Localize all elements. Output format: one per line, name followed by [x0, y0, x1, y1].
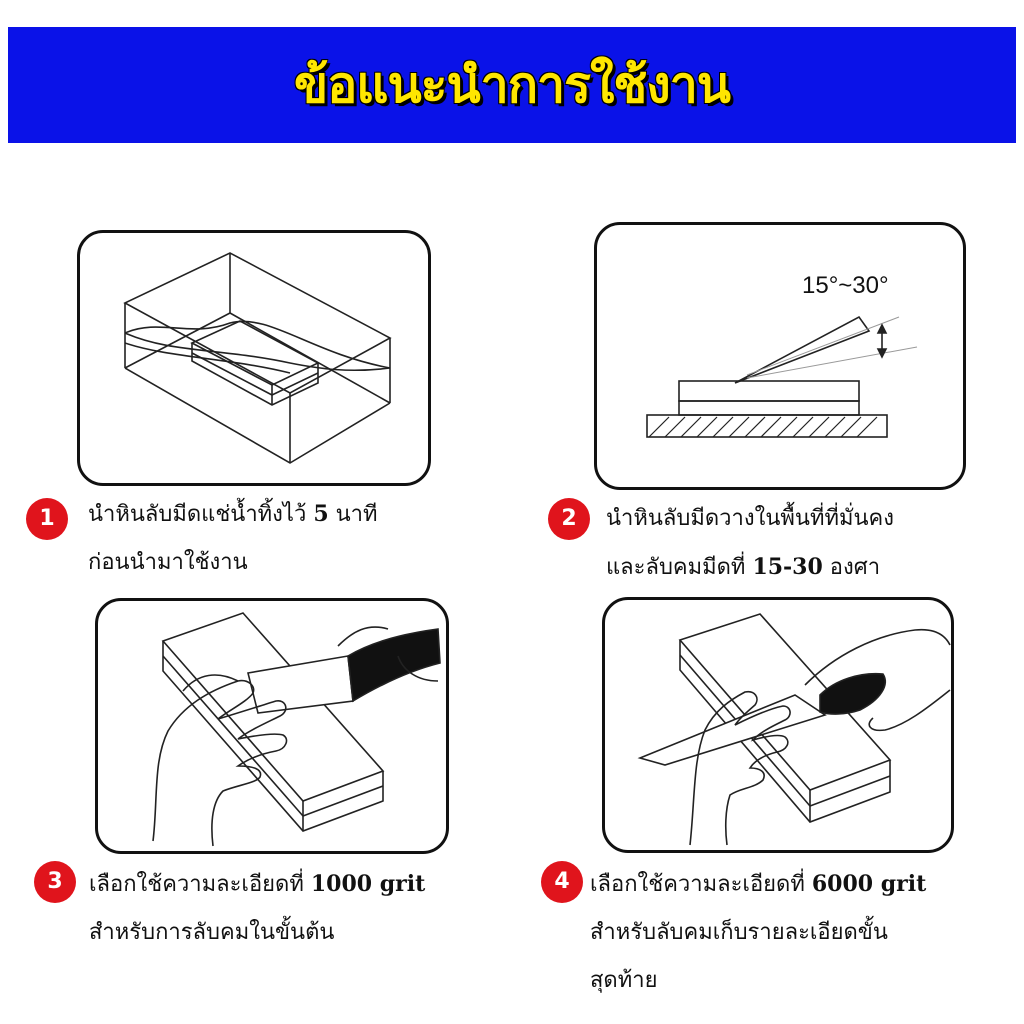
step-2-line-1: นำหินลับมีดวางในพื้นที่ที่มั่นคง	[606, 506, 894, 531]
step-3-illustration	[95, 598, 449, 854]
step-3-number-badge: 3	[34, 861, 76, 903]
angle-label: 15°~30°	[802, 272, 889, 299]
step-4-line-1: เลือกใช้ความละเอียดที่ 6000 grit	[590, 871, 927, 897]
step-2-line-2: และลับคมมีดที่ 15-30 องศา	[606, 554, 881, 580]
step-4-line-3: สุดท้าย	[590, 968, 658, 993]
page-title: ข้อแนะนำการใช้งาน	[294, 56, 731, 114]
step-4-text: เลือกใช้ความละเอียดที่ 6000 grit สำหรับล…	[590, 860, 1010, 1005]
step-3-line-1: เลือกใช้ความละเอียดที่ 1000 grit	[89, 871, 426, 897]
step-3-line-2: สำหรับการลับคมในขั้นต้น	[89, 920, 335, 945]
header-banner: ข้อแนะนำการใช้งาน	[8, 27, 1016, 143]
step-4-number-badge: 4	[541, 861, 583, 903]
step-3-text: เลือกใช้ความละเอียดที่ 1000 grit สำหรับก…	[89, 860, 489, 957]
step-1-text: นำหินลับมีดแช่น้ำทิ้งไว้ 5 นาที ก่อนนำมา…	[88, 490, 468, 587]
step-1-number-badge: 1	[26, 498, 68, 540]
step-1-line-1: นำหินลับมีดแช่น้ำทิ้งไว้ 5 นาที	[88, 501, 378, 527]
step-1-line-2: ก่อนนำมาใช้งาน	[88, 550, 248, 575]
step-1-illustration	[77, 230, 431, 486]
step-2-text: นำหินลับมีดวางในพื้นที่ที่มั่นคง และลับค…	[606, 495, 1006, 592]
step-2-illustration: 15°~30°	[594, 222, 966, 490]
step-4-line-2: สำหรับลับคมเก็บรายละเอียดขั้น	[590, 920, 888, 945]
step-2-number-badge: 2	[548, 498, 590, 540]
step-4-illustration	[602, 597, 954, 853]
